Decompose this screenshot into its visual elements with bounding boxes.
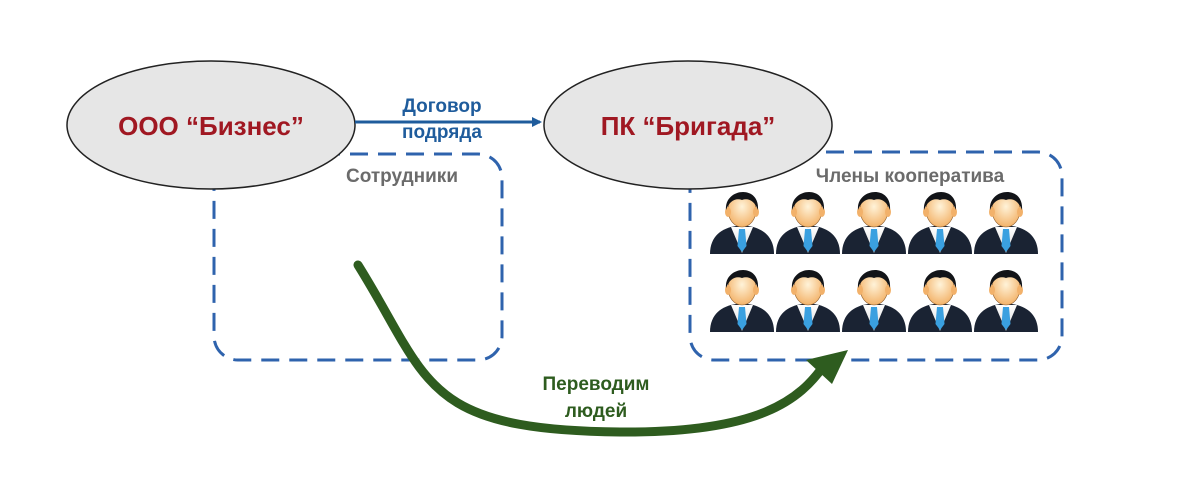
members-group-label: Члены кооператива <box>816 166 1005 187</box>
node-business-ellipse <box>66 60 356 190</box>
person-icon <box>973 269 1039 333</box>
person-icon <box>973 191 1039 255</box>
person-icon <box>841 269 907 333</box>
person-icon <box>907 269 973 333</box>
contract-label-line2: подряда <box>402 122 482 143</box>
node-brigade-ellipse <box>543 60 833 190</box>
members-people-grid <box>709 191 1039 333</box>
transfer-label-line2: людей <box>565 401 627 422</box>
person-icon <box>907 191 973 255</box>
employees-group-border <box>212 152 504 362</box>
node-business: ООО “Бизнес” <box>66 60 356 190</box>
contract-label-line1: Договор <box>402 96 481 117</box>
person-icon <box>709 191 775 255</box>
person-icon <box>841 191 907 255</box>
transfer-label-line1: Переводим <box>543 374 650 395</box>
transfer-arrow <box>353 260 830 437</box>
transfer-arrowhead <box>806 350 848 384</box>
node-brigade-label: ПК “Бригада” <box>601 111 776 141</box>
node-business-label: ООО “Бизнес” <box>118 111 304 141</box>
node-brigade: ПК “Бригада” <box>543 60 833 190</box>
person-icon <box>775 191 841 255</box>
employees-group-label: Сотрудники <box>346 166 458 187</box>
person-icon <box>775 269 841 333</box>
person-icon <box>709 269 775 333</box>
